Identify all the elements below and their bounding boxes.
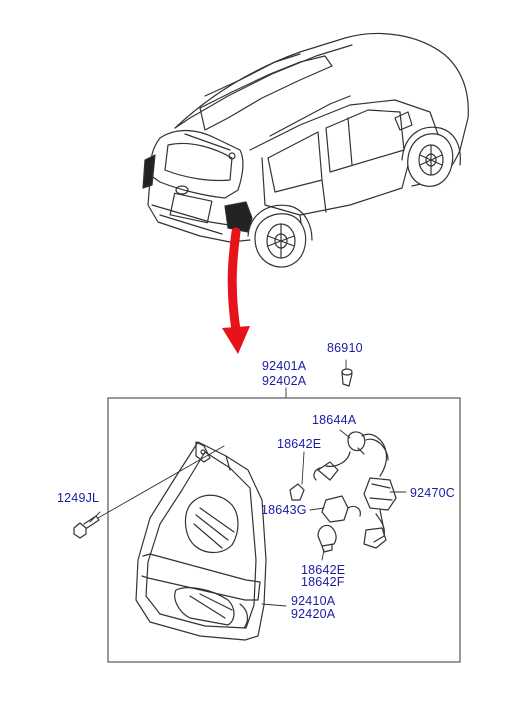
label-18644a: 18644A [312,413,357,427]
screw-part [73,515,100,539]
label-92402a: 92402A [262,374,307,388]
label-18642f: 18642F [301,575,345,589]
label-86910: 86910 [327,341,363,355]
vehicle-illustration [142,32,469,268]
label-18643g: 18643G [261,503,307,517]
label-92470c: 92470C [410,486,455,500]
pointer-arrow [222,227,250,354]
label-18642e-bottom: 18642E [301,563,346,577]
label-92401a: 92401A [262,359,307,373]
tail-lamp-assembly [135,441,267,641]
label-92410a: 92410A [291,594,336,608]
bulb-harness-group [289,431,397,553]
label-92420a: 92420A [291,607,336,621]
bolt-part [341,368,353,387]
label-18642e-top: 18642E [277,437,322,451]
assembly-frame [107,397,461,663]
leader-lines [89,359,407,607]
label-1249jl: 1249JL [57,491,100,505]
